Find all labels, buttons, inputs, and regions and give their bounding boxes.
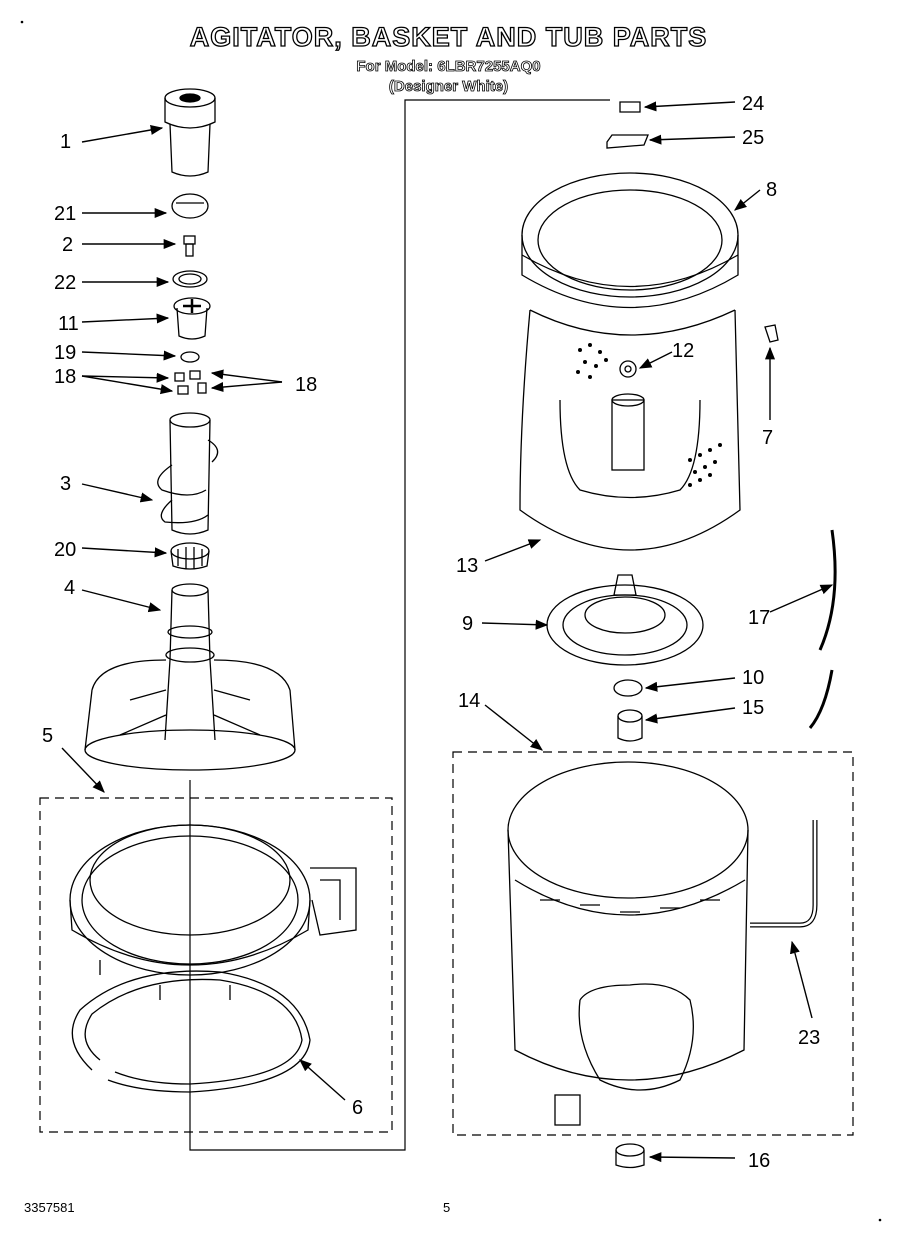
- agitator-base-part: [84, 583, 296, 771]
- clip-part: [619, 101, 641, 113]
- page-title: AGITATOR, BASKET AND TUB PARTS: [189, 21, 708, 52]
- basket-nut-part: [619, 360, 637, 378]
- callout-15: 15: [742, 697, 764, 719]
- hose-part: [808, 529, 837, 729]
- snap-ring-part: [71, 970, 311, 1093]
- basket-holes: [576, 343, 722, 487]
- callout-20: 20: [54, 539, 76, 561]
- callout-12: 12: [672, 340, 694, 362]
- drive-hub-part: [546, 574, 704, 666]
- o-ring-part: [180, 351, 200, 363]
- auger-part: [157, 412, 219, 535]
- callout-6: 6: [352, 1097, 363, 1119]
- leader-arrows: [61, 101, 834, 1163]
- callout-10: 10: [742, 667, 764, 689]
- dashed-group-boxes: [39, 751, 854, 1136]
- seal-part: [613, 679, 643, 697]
- callout-24: 24: [742, 93, 764, 115]
- cover-part: [606, 134, 649, 149]
- part-number: 3357581: [24, 1200, 75, 1215]
- callout-1: 1: [60, 131, 71, 153]
- basket-part: [519, 309, 741, 551]
- callout-4: 4: [64, 577, 75, 599]
- callout-9: 9: [462, 613, 473, 635]
- agitator-cap-part: [164, 88, 216, 177]
- assembly-center-lines: [189, 99, 610, 1151]
- callout-19: 19: [54, 342, 76, 364]
- drain-plug-part: [615, 1143, 645, 1169]
- clutch-part: [170, 542, 210, 570]
- cam-part: [173, 297, 211, 340]
- callout-8: 8: [766, 179, 777, 201]
- clamp-part: [764, 324, 779, 343]
- page-number: 5: [443, 1200, 451, 1215]
- callout-labels: 1 21 2 22 11 19 18 18 3 20 4 5 6 24 25 8…: [42, 93, 820, 1172]
- agitator-dogs-part: [174, 370, 207, 395]
- callout-13: 13: [456, 555, 478, 577]
- callout-22: 22: [54, 272, 76, 294]
- callout-7: 7: [762, 427, 773, 449]
- callout-3: 3: [60, 473, 71, 495]
- callout-11: 11: [58, 313, 79, 335]
- bearing-part: [617, 709, 643, 742]
- cap-clip-part: [171, 193, 209, 219]
- callout-18-left: 18: [54, 366, 76, 388]
- callout-2: 2: [62, 234, 73, 256]
- outer-tub-part: [507, 761, 749, 1126]
- callout-16: 16: [748, 1150, 770, 1172]
- pump-hose-part: [750, 820, 818, 928]
- tub-ring-part: [69, 824, 357, 1000]
- callout-14: 14: [458, 690, 480, 712]
- model-line: For Model: 6LBR7255AQ0: [356, 58, 541, 76]
- callout-25: 25: [742, 127, 764, 149]
- callout-21: 21: [54, 203, 76, 225]
- callout-23: 23: [798, 1027, 820, 1049]
- balance-ring-part: [521, 172, 739, 309]
- washer-part: [172, 270, 208, 288]
- corner-mark: [20, 20, 24, 24]
- callout-18-right: 18: [295, 374, 317, 396]
- callout-17: 17: [748, 607, 770, 629]
- callout-5: 5: [42, 725, 53, 747]
- color-line: (Designer White): [388, 78, 509, 96]
- corner-mark: [878, 1218, 882, 1222]
- bolt-part: [183, 235, 196, 257]
